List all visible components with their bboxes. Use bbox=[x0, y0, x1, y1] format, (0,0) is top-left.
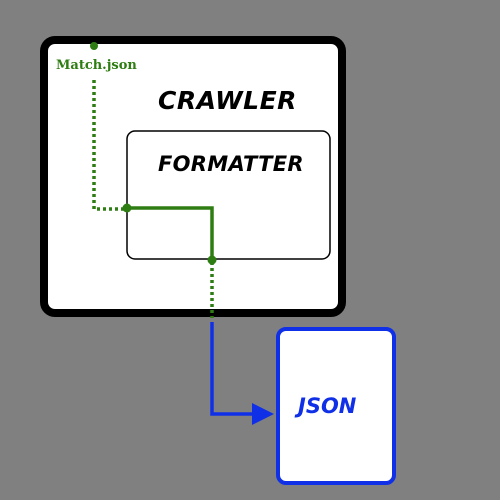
json-arrow-line bbox=[210, 322, 254, 416]
formatter-label: FORMATTER bbox=[158, 152, 304, 176]
json-box bbox=[276, 327, 396, 485]
json-arrow-head bbox=[252, 403, 274, 425]
formatter-box bbox=[126, 130, 331, 260]
source-dot bbox=[90, 42, 98, 50]
match-json-label: Match.json bbox=[56, 58, 137, 73]
json-output-label: JSON bbox=[298, 394, 357, 418]
input-dotted-path bbox=[92, 80, 127, 211]
formatter-entry-dot bbox=[122, 203, 132, 213]
crawler-label: CRAWLER bbox=[158, 86, 297, 115]
formatter-exit-dot bbox=[207, 255, 217, 265]
formatter-internal-path bbox=[127, 206, 214, 259]
